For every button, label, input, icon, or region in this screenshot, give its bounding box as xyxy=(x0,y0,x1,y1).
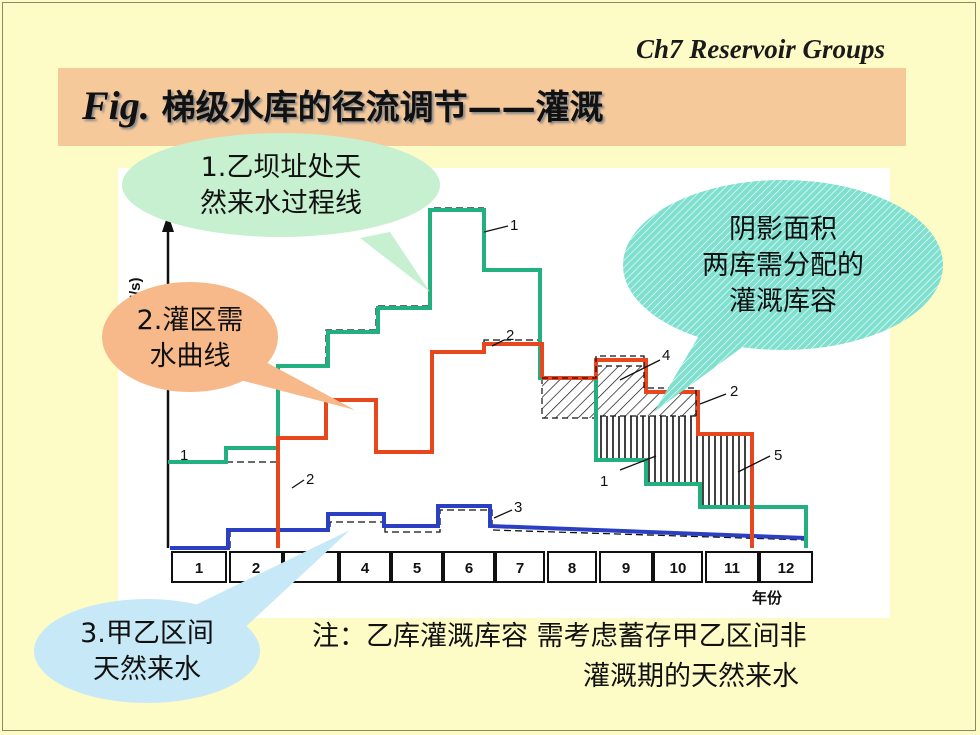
chapter-header: Ch7 Reservoir Groups xyxy=(635,34,885,64)
x-axis-boxes xyxy=(171,551,813,583)
x-axis-label: 年份 xyxy=(752,589,783,607)
x-tick-10: 10 xyxy=(670,560,687,577)
curve-label-1-left: 1 xyxy=(180,447,188,464)
note-line2: 灌溉期的天然来水 xyxy=(583,661,799,692)
callout-natural-inflow-bubble xyxy=(360,232,430,292)
curve-labels: 1 1 2 2 3 4 2 5 1 xyxy=(180,217,782,519)
curve-5-dashed-black xyxy=(229,509,807,548)
curve-label-2-left: 2 xyxy=(306,471,314,488)
x-tick-12: 12 xyxy=(778,560,795,577)
curve-3-interval-inflow xyxy=(170,504,807,550)
x-tick-4: 4 xyxy=(361,560,370,577)
x-tick-5: 5 xyxy=(413,560,421,577)
curve-label-4: 4 xyxy=(662,347,670,364)
curve-label-2-right: 2 xyxy=(730,383,738,400)
slide-title: Fig. 梯级水库的径流调节——灌溉 xyxy=(82,80,604,129)
callout-shaded-area-line1: 阴影面积 xyxy=(729,214,837,245)
callout-interval-inflow-text: 3.甲乙区间 天然来水 xyxy=(62,616,232,688)
callout-natural-inflow-line1: 1.乙坝址处天 xyxy=(200,152,362,183)
x-tick-7: 7 xyxy=(516,560,524,577)
y-axis-arrow-icon xyxy=(162,214,174,232)
callout-shaded-area-bubble-body xyxy=(623,180,943,350)
x-tick-6: 6 xyxy=(465,560,473,577)
callout-shaded-area-line3: 灌溉库容 xyxy=(729,286,837,317)
callout-interval-inflow-line1: 3.甲乙区间 xyxy=(80,618,214,649)
callout-interval-inflow-line2: 天然来水 xyxy=(93,654,201,685)
callout-shaded-area-text: 阴影面积 两库需分配的 灌溉库容 xyxy=(678,212,888,320)
title-band xyxy=(58,68,906,146)
hatch-area-vertical xyxy=(596,416,752,507)
callout-irrigation-demand-text: 2.灌区需 水曲线 xyxy=(120,303,260,375)
callout-shaded-area-bubble xyxy=(654,334,752,412)
callout-irrigation-demand-line1: 2.灌区需 xyxy=(136,305,244,336)
callout-natural-inflow-text: 1.乙坝址处天 然来水过程线 xyxy=(176,150,386,222)
curve-2-irrigation-demand xyxy=(276,342,544,548)
title-text: 梯级水库的径流调节——灌溉 xyxy=(149,88,604,128)
curve-label-1-right: 1 xyxy=(600,473,608,490)
callout-irrigation-demand-bubble-body xyxy=(102,282,278,392)
x-ticks: 1 2 3 4 5 6 7 8 9 10 11 12 xyxy=(195,560,795,577)
curve-label-3: 3 xyxy=(514,499,522,516)
callout-shaded-area-line2: 两库需分配的 xyxy=(702,250,864,281)
curve-label-1-top: 1 xyxy=(510,217,518,234)
curve-label-2-top: 2 xyxy=(506,327,514,344)
note-line1: 注：乙库灌溉库容 需考虑蓄存甲乙区间非 xyxy=(312,621,807,652)
x-tick-9: 9 xyxy=(622,560,630,577)
x-tick-11: 11 xyxy=(724,560,740,577)
curve-2-dashed-black xyxy=(276,339,540,548)
callout-interval-inflow-bubble xyxy=(185,530,350,632)
title-prefix: Fig. xyxy=(82,83,150,128)
x-tick-2: 2 xyxy=(252,560,260,577)
callout-interval-inflow-bubble-body xyxy=(34,599,260,703)
callout-irrigation-demand-line2: 水曲线 xyxy=(149,341,231,372)
x-tick-1: 1 xyxy=(195,560,203,577)
curve-4-dashed xyxy=(542,355,697,416)
callout-irrigation-demand-bubble xyxy=(240,360,355,410)
callout-natural-inflow-line2: 然来水过程线 xyxy=(200,188,362,219)
curve-label-5: 5 xyxy=(774,447,782,464)
callout-natural-inflow-bubble-body xyxy=(122,133,440,237)
x-tick-8: 8 xyxy=(568,560,576,577)
